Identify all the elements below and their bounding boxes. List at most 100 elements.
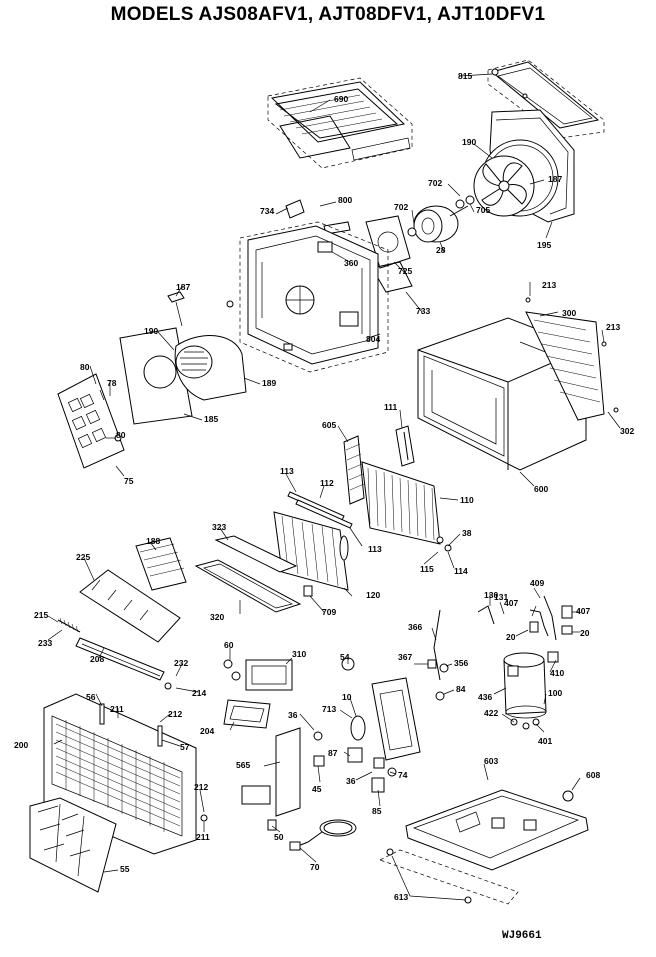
part-label: 702 [428,178,442,188]
part-label: 690 [334,94,348,104]
compressor [503,652,547,730]
part-label: 213 [606,322,620,332]
rear-grille [525,297,619,421]
part-label: 366 [408,622,422,632]
part-label: 603 [484,756,498,766]
part-label: 310 [292,649,306,659]
part-label: 709 [322,607,336,617]
part-label: 212 [194,782,208,792]
part-label: 208 [90,654,104,664]
part-label: 20 [506,632,516,642]
part-label: 28 [436,245,446,255]
part-label: 410 [550,668,564,678]
base-pan [379,789,589,905]
power-cord [289,819,357,851]
part-label: 804 [366,334,380,344]
part-label: 187 [176,282,190,292]
part-label: 70 [310,862,320,872]
part-label: 113 [368,544,382,554]
part-label: 38 [462,528,472,538]
drain-pan-and-cover [194,535,302,613]
part-label: 36 [288,710,298,720]
capillary-tube [433,609,441,681]
part-label: 565 [236,760,250,770]
part-label: 204 [200,726,214,736]
part-labels: 690 815 190 187 702 702 705 195 734 800 … [14,71,634,902]
part-label: 113 [280,466,294,476]
part-label: 190 [462,137,476,147]
condenser-shroud-assembly [455,109,575,223]
refrigerant-tubing [477,595,573,677]
part-label: 323 [212,522,226,532]
part-label: 407 [504,598,518,608]
part-label: 115 [420,564,434,574]
part-label: 407 [576,606,590,616]
part-label: 605 [322,420,336,430]
part-label: 60 [224,640,234,650]
condenser-fan-blade [473,155,535,217]
part-label: 300 [562,308,576,318]
front-coil-section [273,511,349,591]
part-label: 725 [398,266,412,276]
electrical-component-bracket [341,657,449,793]
part-label: 734 [260,206,274,216]
part-label: 302 [620,426,634,436]
part-label: 232 [174,658,188,668]
part-label: 815 [458,71,472,81]
part-label: 214 [192,688,206,698]
top-cover-panel [267,77,413,169]
part-label: 187 [548,174,562,184]
top-bracket [487,59,605,139]
part-label: 213 [542,280,556,290]
part-label: 713 [322,704,336,714]
part-label: 356 [454,658,468,668]
part-label: 87 [328,748,338,758]
front-filter-panel [29,797,117,893]
part-label: 78 [107,378,117,388]
part-label: 320 [210,612,224,622]
part-label: 733 [416,306,430,316]
fan-motor [407,205,469,243]
part-label: 185 [204,414,218,424]
front-trim-strip [75,637,172,690]
air-filter [135,537,187,591]
part-label: 200 [14,740,28,750]
part-label: 120 [366,590,380,600]
part-label: 57 [180,742,190,752]
part-label: 111 [384,402,398,412]
part-label: 367 [398,652,412,662]
drain-clip [303,585,313,597]
part-label: 36 [346,776,356,786]
part-label: 45 [312,784,322,794]
part-label: 189 [262,378,276,388]
part-label: 360 [344,258,358,268]
part-label: 50 [274,832,284,842]
part-label: 705 [476,205,490,215]
drawing-code: WJ9661 [502,930,542,942]
louver-assembly [79,569,181,643]
part-label: 702 [394,202,408,212]
upper-brace [285,199,351,235]
part-label: 233 [38,638,52,648]
part-label: 613 [394,892,408,902]
outer-cabinet [417,317,587,471]
leader-lines [47,73,621,901]
part-label: 84 [456,684,466,694]
part-label: 100 [548,688,562,698]
part-label: 225 [76,552,90,562]
part-label: 436 [478,692,492,702]
part-label: 215 [34,610,48,620]
part-label: 130 [484,590,498,600]
coil-bracket [395,425,415,467]
part-label: 80 [116,430,126,440]
capacitor-bracket [241,727,325,831]
part-label: 56 [86,692,96,702]
evaporator-coil-assembly [343,435,452,552]
louver-spring [57,617,81,633]
part-label: 211 [196,832,210,842]
part-label: 10 [342,692,352,702]
part-label: 212 [168,709,182,719]
part-label: 190 [144,326,158,336]
blower-assembly [119,291,247,425]
